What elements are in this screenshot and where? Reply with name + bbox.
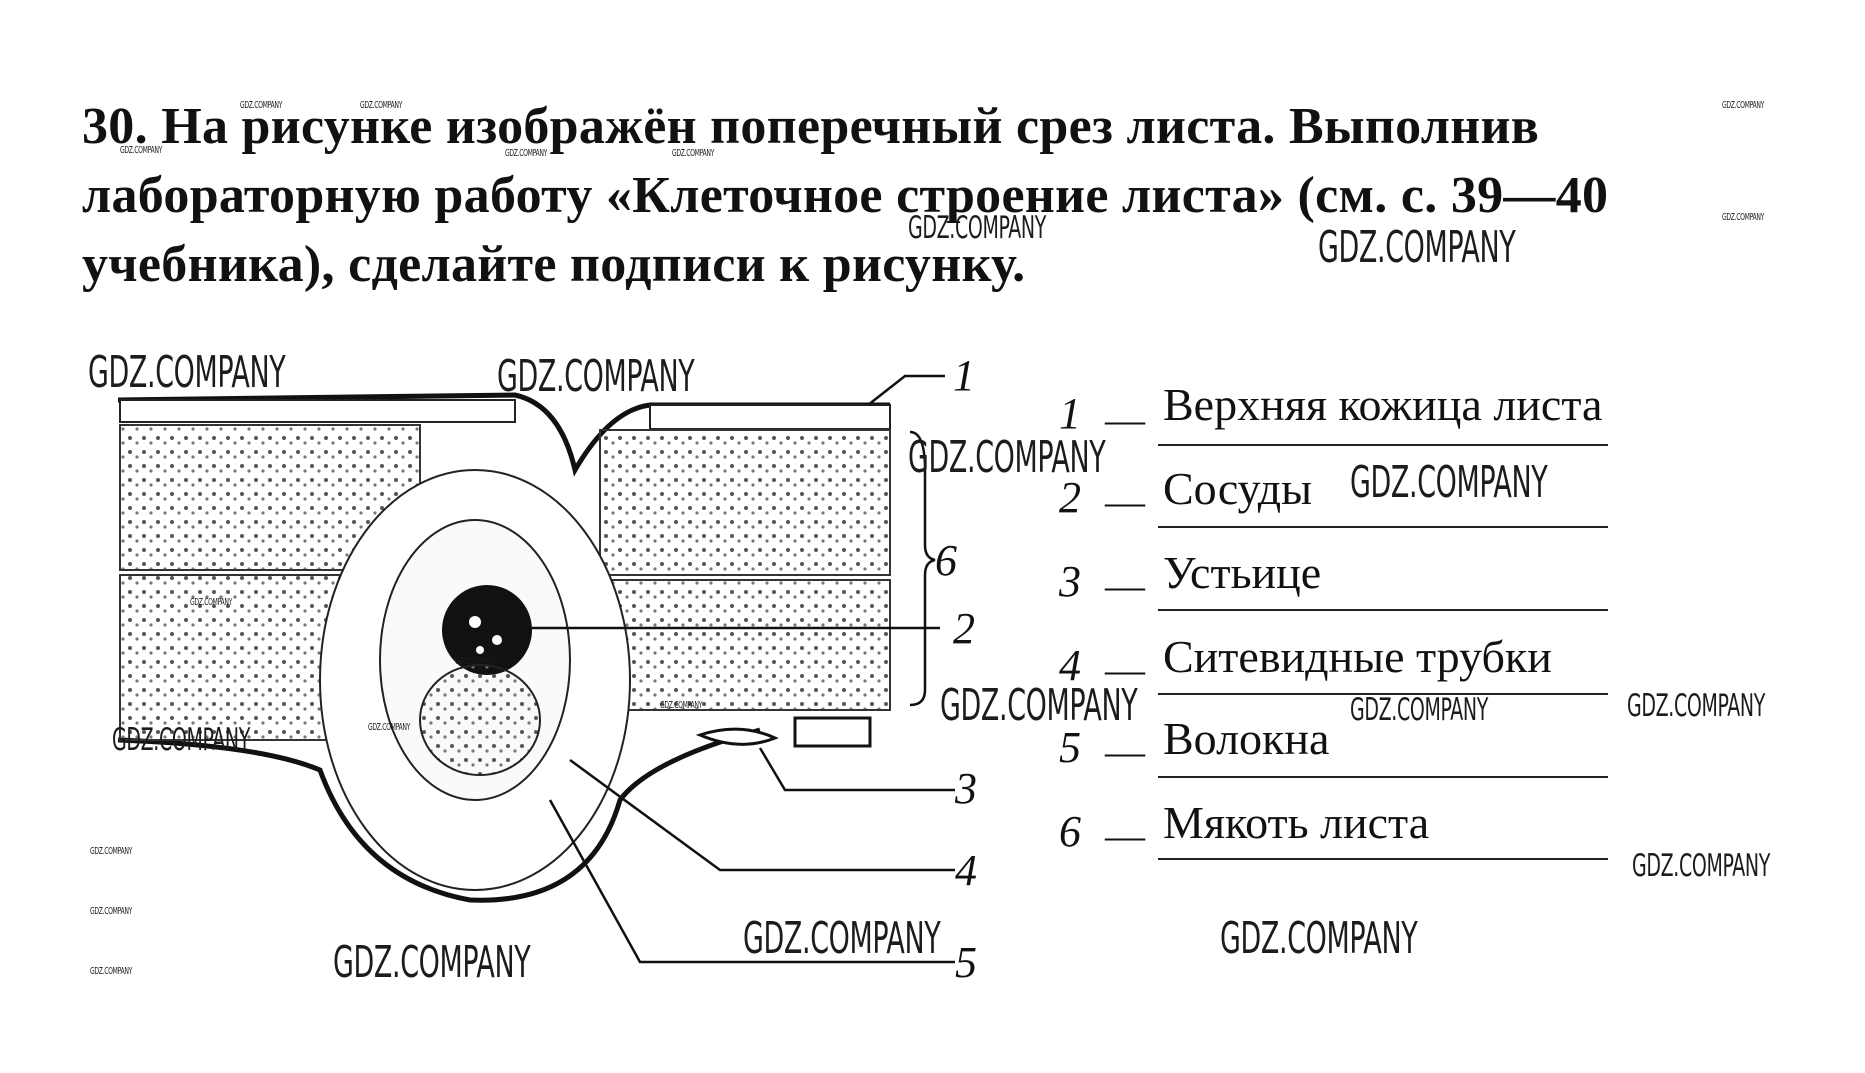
answer-dash: — (1105, 479, 1145, 524)
task-line-3: учебника), сделайте подписи к рисунку. (82, 236, 1026, 293)
task-text: 30. На рисунке изображён поперечный срез… (82, 92, 1822, 299)
watermark: GDZ.COMPANY (368, 722, 410, 733)
figure-number-6: 6 (935, 536, 957, 585)
answer-line (1158, 693, 1608, 695)
watermark: GDZ.COMPANY (1722, 100, 1764, 111)
sieve-tubes (419, 664, 541, 776)
figure-numbers: 1 6 2 3 4 5 (935, 351, 977, 987)
answer-dash: — (1105, 813, 1145, 858)
watermark: GDZ.COMPANY (1722, 212, 1764, 223)
watermark: GDZ.COMPANY (240, 100, 282, 111)
watermark: GDZ.COMPANY (660, 700, 702, 711)
answer-text: Волокна (1163, 713, 1330, 764)
figure-number-5: 5 (955, 938, 977, 987)
figure-number-1: 1 (953, 351, 975, 400)
answer-number: 3 (1059, 557, 1081, 606)
watermark: GDZ.COMPANY (360, 100, 402, 111)
figure-number-2: 2 (953, 604, 975, 653)
watermark: GDZ.COMPANY (1350, 457, 1548, 508)
answer-dash: — (1105, 397, 1145, 442)
answer-number: 2 (1059, 473, 1081, 522)
answer-text: Верхняя кожица листа (1163, 379, 1603, 430)
watermark: GDZ.COMPANY (112, 722, 250, 758)
answer-text: Мякоть листа (1163, 797, 1430, 848)
watermark: GDZ.COMPANY (497, 351, 695, 402)
watermark: GDZ.COMPANY (120, 145, 162, 156)
answer-text: Устьице (1163, 547, 1322, 598)
answer-line (1158, 776, 1608, 778)
watermark: GDZ.COMPANY (1220, 913, 1418, 964)
watermark: GDZ.COMPANY (505, 148, 547, 159)
watermark: GDZ.COMPANY (455, 656, 497, 667)
answer-text: Сосуды (1163, 463, 1313, 514)
watermark: GDZ.COMPANY (1627, 688, 1765, 724)
answer-dash: — (1105, 563, 1145, 608)
task-line-1: 30. На рисунке изображён поперечный срез… (82, 98, 1540, 155)
stoma (695, 716, 872, 748)
watermark: GDZ.COMPANY (743, 913, 941, 964)
watermark: GDZ.COMPANY (88, 347, 286, 398)
answer-number: 4 (1059, 641, 1081, 690)
answer-dash: — (1105, 729, 1145, 774)
leader-lines (520, 374, 955, 964)
vessels (442, 585, 532, 675)
answer-line (1158, 858, 1608, 860)
watermark: GDZ.COMPANY (940, 680, 1138, 731)
watermark: GDZ.COMPANY (908, 210, 1046, 246)
answer-line (1158, 444, 1608, 446)
watermark: GDZ.COMPANY (90, 846, 132, 857)
watermark: GDZ.COMPANY (333, 937, 531, 988)
answer-number: 5 (1059, 723, 1081, 772)
figure-number-4: 4 (955, 846, 977, 895)
watermark: GDZ.COMPANY (908, 432, 1106, 483)
answer-dash: — (1105, 647, 1145, 692)
task-line-2: лабораторную работу «Клеточное строение … (82, 167, 1609, 224)
answer-line (1158, 609, 1608, 611)
figure-number-3: 3 (954, 764, 977, 813)
answer-number: 6 (1059, 807, 1081, 856)
watermark: GDZ.COMPANY (1318, 222, 1516, 273)
watermark: GDZ.COMPANY (90, 966, 132, 977)
leaf-outline (117, 392, 890, 903)
watermark: GDZ.COMPANY (190, 597, 232, 608)
watermark: GDZ.COMPANY (672, 148, 714, 159)
answer-line (1158, 526, 1608, 528)
watermark: GDZ.COMPANY (90, 906, 132, 917)
answer-number: 1 (1059, 389, 1081, 438)
watermark: GDZ.COMPANY (1350, 692, 1488, 728)
upper-epidermis (119, 399, 891, 430)
watermark: GDZ.COMPANY (1632, 848, 1770, 884)
answer-text: Ситевидные трубки (1163, 631, 1552, 682)
